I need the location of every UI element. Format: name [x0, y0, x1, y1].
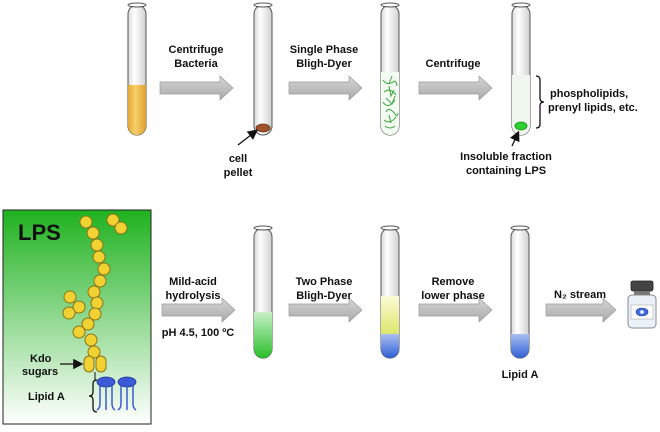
- step-single-phase-line1: Single Phase: [290, 44, 358, 56]
- tube-cell-pellet: [253, 2, 273, 136]
- bracket-lipid-a: [88, 379, 98, 413]
- arrow-mild-acid-hydrolysis: [161, 297, 236, 323]
- step-centrifuge: Centrifuge: [426, 58, 481, 70]
- kdo-sugars: [83, 355, 107, 373]
- kdo-label-line1: Kdo: [30, 353, 52, 365]
- step-two-phase-line1: Two Phase: [296, 276, 353, 288]
- step-remove-line2: lower phase: [421, 290, 485, 302]
- step-single-phase-line2: Bligh-Dyer: [296, 58, 352, 70]
- step-two-phase-line2: Bligh-Dyer: [296, 290, 352, 302]
- product-lipid-a-label: Lipid A: [502, 369, 539, 381]
- tube-lipid-a-phase: [510, 225, 530, 359]
- arrow-single-phase-bligh-dyer: [288, 75, 363, 101]
- tube-single-phase: [380, 2, 400, 136]
- pointer-insoluble-fraction: [510, 130, 520, 147]
- step-n2-stream: N₂ stream: [554, 289, 606, 301]
- step-mild-acid-condition: pH 4.5, 100 ºC: [162, 327, 235, 339]
- step-mild-acid-line2: hydrolysis: [165, 290, 220, 302]
- tube-hydrolysate: [253, 225, 273, 359]
- tube-two-phase: [380, 225, 400, 359]
- bracket-supernatant: [535, 75, 545, 129]
- pellet-label-line1: cell: [229, 153, 247, 165]
- o-antigen-sugar-chain: [62, 213, 128, 359]
- lps-panel-title: LPS: [18, 220, 61, 245]
- step-mild-acid-line1: Mild-acid: [169, 276, 217, 288]
- step-remove-line1: Remove: [432, 276, 475, 288]
- lipid-a-structure: [94, 372, 137, 411]
- insoluble-label-line2: containing LPS: [466, 165, 546, 177]
- arrow-centrifuge: [418, 75, 493, 101]
- insoluble-label-line1: Insoluble fraction: [460, 151, 552, 163]
- tube-culture: [127, 2, 147, 136]
- lipid-a-panel-label: Lipid A: [28, 391, 65, 403]
- vial-icon: [627, 280, 657, 329]
- arrow-n2-stream: [545, 297, 617, 323]
- lps-precipitate-strands: [382, 75, 399, 129]
- arrow-remove-lower-phase: [418, 297, 493, 323]
- step-centrifuge-bacteria-line1: Centrifuge: [169, 44, 224, 56]
- kdo-label-line2: sugars: [22, 366, 58, 378]
- arrow-centrifuge-bacteria: [159, 75, 234, 101]
- supernatant-label-line1: phospholipids,: [550, 88, 628, 100]
- tube-supernatant: [511, 2, 531, 136]
- lps-panel: LPS Kdo sugars: [2, 209, 152, 425]
- pellet-label-line2: pellet: [224, 167, 253, 179]
- supernatant-label-line2: prenyl lipids, etc.: [548, 102, 638, 114]
- pointer-cell-pellet: [237, 129, 259, 146]
- arrow-two-phase-bligh-dyer: [288, 297, 363, 323]
- step-centrifuge-bacteria-line2: Bacteria: [174, 58, 218, 70]
